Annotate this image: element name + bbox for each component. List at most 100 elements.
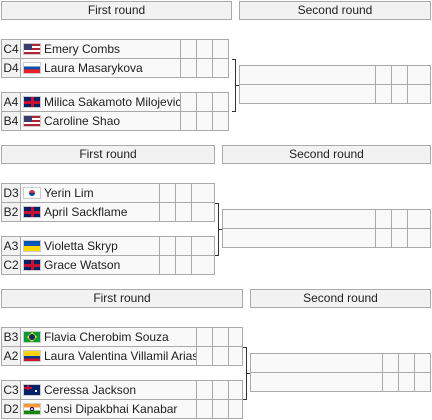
score-cell — [212, 92, 229, 112]
score-cell — [196, 111, 213, 131]
score-cell — [375, 209, 392, 229]
bracket-connector — [215, 255, 219, 256]
player-name: Emery Combs — [20, 39, 181, 59]
score-cell — [391, 209, 408, 229]
score-cell — [212, 346, 229, 366]
score-cell — [212, 58, 229, 78]
score-cell — [191, 236, 215, 256]
player-name: Milica Sakamoto Milojevic — [20, 92, 181, 112]
score-cell — [175, 255, 192, 275]
score-cell — [196, 58, 213, 78]
player-name: Yerin Lim — [20, 183, 160, 203]
first-round-header: First round — [1, 145, 215, 164]
score-cell — [407, 84, 431, 104]
score-cell — [228, 346, 243, 366]
score-cell — [391, 84, 408, 104]
score-cell — [228, 327, 243, 347]
score-cell — [175, 236, 192, 256]
bracket-connector — [218, 229, 222, 230]
player-name-text: Laura Valentina Villamil Arias — [44, 349, 197, 363]
score-cell — [196, 346, 213, 366]
bracket-connector — [232, 111, 236, 112]
player-name: Jensi Dipakbhai Kanabar — [20, 399, 197, 419]
seed: B3 — [1, 327, 21, 347]
bracket-connector — [232, 59, 236, 60]
seed: A2 — [1, 346, 21, 366]
seed: D2 — [1, 399, 21, 419]
score-cell — [382, 372, 399, 392]
score-cell — [159, 255, 176, 275]
score-cell — [391, 65, 408, 85]
score-cell — [196, 399, 213, 419]
first-round-header: First round — [1, 289, 243, 308]
flag-australia-icon — [23, 384, 41, 396]
flag-colombia-icon — [23, 350, 41, 362]
seed: A4 — [1, 92, 21, 112]
score-cell — [375, 65, 392, 85]
second-round-slot — [250, 353, 383, 373]
bracket-connector — [243, 347, 247, 348]
player-name: Grace Watson — [20, 255, 160, 275]
player-name: Violetta Skryp — [20, 236, 160, 256]
bracket-connector — [235, 85, 239, 86]
flag-usa-icon — [23, 115, 41, 127]
score-cell — [414, 353, 431, 373]
second-round-header: Second round — [222, 145, 431, 164]
score-cell — [180, 92, 197, 112]
score-cell — [228, 380, 243, 400]
score-cell — [180, 111, 197, 131]
score-cell — [414, 372, 431, 392]
flag-uk-icon — [23, 206, 41, 218]
second-round-slot — [222, 228, 376, 248]
score-cell — [180, 58, 197, 78]
score-cell — [407, 65, 431, 85]
player-name: Flavia Cherobim Souza — [20, 327, 197, 347]
player-name-text: Caroline Shao — [44, 114, 121, 128]
flag-slovakia-icon — [23, 62, 41, 74]
score-cell — [212, 327, 229, 347]
second-round-slot — [239, 65, 376, 85]
seed: D4 — [1, 58, 21, 78]
flag-uk-icon — [23, 96, 41, 108]
seed: C4 — [1, 39, 21, 59]
seed: B2 — [1, 202, 21, 222]
score-cell — [375, 228, 392, 248]
score-cell — [407, 209, 431, 229]
score-cell — [159, 183, 176, 203]
seed: C3 — [1, 380, 21, 400]
player-name-text: Violetta Skryp — [44, 239, 118, 253]
bracket-connector — [246, 373, 250, 374]
score-cell — [175, 202, 192, 222]
player-name-text: Emery Combs — [44, 42, 121, 56]
score-cell — [228, 399, 243, 419]
score-cell — [191, 202, 215, 222]
player-name: Caroline Shao — [20, 111, 181, 131]
score-cell — [196, 380, 213, 400]
flag-ukraine-icon — [23, 240, 41, 252]
score-cell — [191, 183, 215, 203]
score-cell — [180, 39, 197, 59]
seed: D3 — [1, 183, 21, 203]
score-cell — [212, 399, 229, 419]
player-name-text: Laura Masarykova — [44, 61, 143, 75]
score-cell — [382, 353, 399, 373]
player-name-text: Grace Watson — [44, 258, 121, 272]
player-name-text: Ceressa Jackson — [44, 383, 137, 397]
score-cell — [159, 236, 176, 256]
score-cell — [196, 39, 213, 59]
score-cell — [375, 84, 392, 104]
second-round-slot — [239, 84, 376, 104]
second-round-header: Second round — [239, 1, 431, 20]
bracket-connector — [243, 399, 247, 400]
score-cell — [212, 111, 229, 131]
player-name: April Sackflame — [20, 202, 160, 222]
player-name: Ceressa Jackson — [20, 380, 197, 400]
score-cell — [175, 183, 192, 203]
score-cell — [398, 353, 415, 373]
player-name: Laura Valentina Villamil Arias — [20, 346, 197, 366]
seed: B4 — [1, 111, 21, 131]
score-cell — [196, 92, 213, 112]
score-cell — [391, 228, 408, 248]
score-cell — [212, 380, 229, 400]
flag-usa-icon — [23, 43, 41, 55]
